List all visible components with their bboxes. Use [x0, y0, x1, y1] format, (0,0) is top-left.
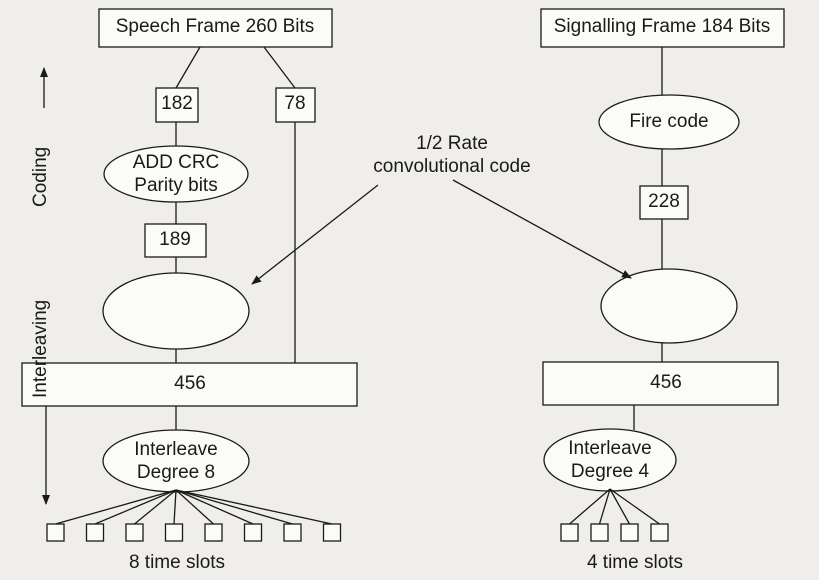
time-slot [243, 523, 263, 542]
fire-code-ellipse [598, 94, 740, 150]
fan-line [598, 488, 611, 525]
time-slots-right [560, 523, 669, 542]
fan-lines-left [55, 489, 333, 525]
time-slot [322, 523, 342, 542]
signalling-frame-label: Signalling Frame 184 Bits [553, 16, 771, 37]
fan-line [175, 489, 214, 525]
speech-branch-182-line [175, 46, 201, 89]
fan-line [175, 489, 293, 525]
split-182-label: 182 [161, 93, 193, 114]
after-crc-label: 189 [159, 229, 191, 250]
time-slot [164, 523, 184, 542]
fire-code-label: Fire code [629, 111, 709, 132]
annotation-line1: 1/2 Rate [416, 133, 488, 154]
time-slot [46, 523, 65, 542]
fan-line [609, 488, 660, 525]
signalling-456-label: 456 [650, 372, 682, 393]
fan-line [569, 488, 611, 525]
annotation-line2: convolutional code [373, 156, 531, 177]
annotation-arrow-left [251, 184, 379, 285]
fan-line [55, 489, 177, 525]
speech-456-box [21, 362, 358, 407]
speech-coder-ellipse [102, 272, 250, 350]
speech-branch-78-line [263, 46, 296, 89]
fan-line [175, 489, 333, 525]
interleave8-line1: Interleave [134, 439, 218, 460]
interleave4-line1: Interleave [568, 438, 652, 459]
time-slot [283, 523, 302, 542]
time-slot [85, 523, 105, 542]
split-78-label: 78 [284, 93, 306, 114]
fan-line [175, 489, 254, 525]
box-228 [639, 185, 689, 220]
speech-slots-label: 8 time slots [128, 552, 226, 573]
fan-line [134, 489, 177, 525]
interleaving-label: Interleaving [30, 299, 51, 398]
fan-line [94, 489, 177, 525]
crc-label-line1: ADD CRC [132, 152, 220, 173]
fan-line [609, 488, 631, 525]
time-slot [560, 523, 579, 542]
coding-label: Coding [30, 146, 51, 207]
after-fire-label: 228 [648, 191, 680, 212]
speech-frame-box [98, 8, 333, 48]
interleave8-line2: Degree 8 [136, 462, 216, 483]
time-slots-left [46, 523, 342, 542]
signalling-slots-label: 4 time slots [586, 552, 684, 573]
signalling-coder-ellipse [600, 268, 738, 344]
fan-line [173, 489, 177, 525]
speech-frame-label: Speech Frame 260 Bits [115, 16, 315, 37]
time-slot [590, 523, 609, 542]
crc-label-line2: Parity bits [134, 175, 218, 196]
speech-456-label: 456 [174, 373, 206, 394]
time-slot [204, 523, 223, 542]
time-slot [620, 523, 639, 542]
interleave4-line2: Degree 4 [570, 461, 650, 482]
box-189 [144, 223, 207, 258]
box-182 [155, 87, 199, 123]
time-slot [125, 523, 144, 542]
annotation-arrow-right [452, 179, 632, 279]
fan-lines-right [569, 488, 660, 525]
time-slot [650, 523, 669, 542]
signalling-456-box [542, 361, 779, 406]
